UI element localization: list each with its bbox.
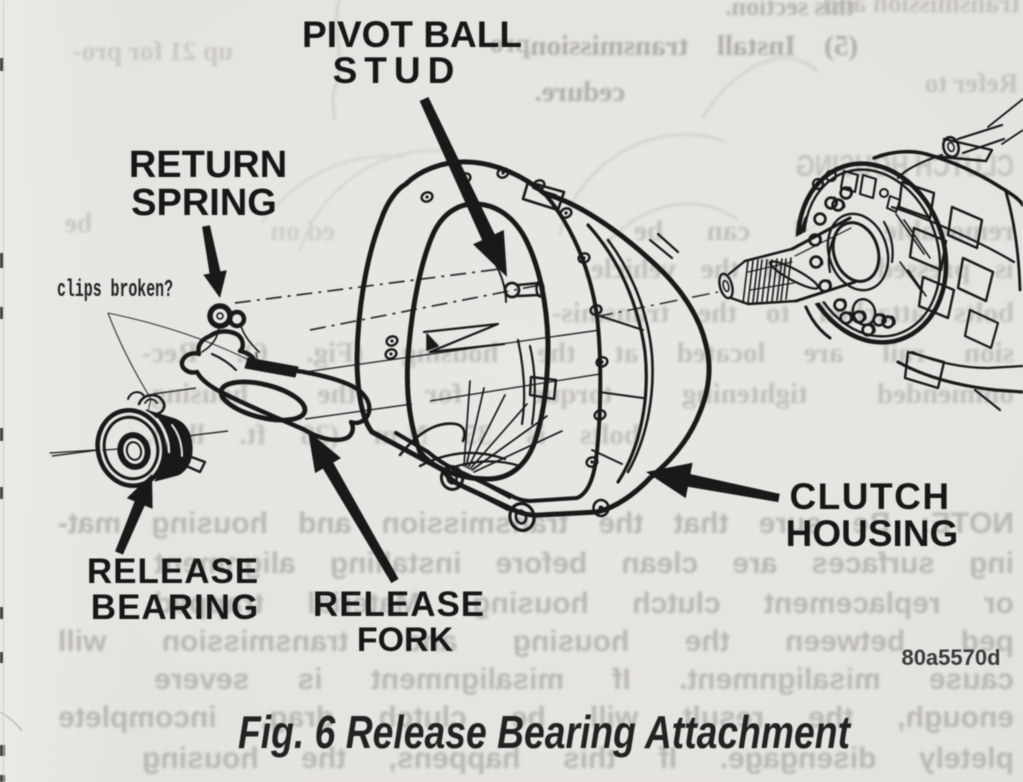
svg-text:80a5570d: 80a5570d [901, 645, 1000, 670]
svg-text:ing surfaces are clean before: ing surfaces are clean before installing… [154, 547, 1014, 580]
svg-text:BEARING: BEARING [91, 588, 259, 627]
svg-text:STUD: STUD [333, 50, 462, 91]
svg-text:RELEASE: RELEASE [313, 585, 485, 624]
svg-text:up 21 for pro-: up 21 for pro- [73, 36, 233, 66]
svg-text:CLUTCH: CLUTCH [789, 476, 950, 517]
svg-text:or replacement clutch housing.: or replacement clutch housing. Material … [154, 587, 1014, 620]
svg-text:this section.: this section. [725, 0, 855, 21]
svg-text:ommended tightening torque for: ommended tightening torque for the housi… [142, 378, 1014, 410]
svg-text:be: be [65, 208, 92, 238]
svg-text:(5) Install transmission,: (5) Install transmission, [523, 30, 858, 62]
svg-text:FORK: FORK [357, 621, 454, 659]
svg-text:bolts is 35 N-m (28 ft. lbs.).: bolts is 35 N-m (28 ft. lbs.). [145, 419, 640, 451]
svg-text:pro-: pro- [481, 28, 530, 58]
svg-text:enough, the result will be clu: enough, the result will be clutch drag, … [58, 701, 1014, 734]
svg-text:pletely disengage. If this hap: pletely disengage. If this happens, the … [142, 742, 1014, 775]
svg-text:ped between the housing and tr: ped between the housing and transmission… [58, 625, 1014, 658]
svg-text:HOUSING: HOUSING [786, 513, 959, 554]
svg-text:cause misalignment. If misalig: cause misalignment. If misalignment is s… [154, 663, 1014, 696]
svg-text:SPRING: SPRING [131, 182, 277, 224]
svg-text:clips broken?: clips broken? [57, 276, 173, 304]
svg-text:transmission and: transmission and [823, 0, 1020, 18]
svg-text:RELEASE: RELEASE [87, 552, 259, 591]
svg-text:cedure.: cedure. [535, 76, 625, 108]
svg-text:NOTE: Be sure that the transmi: NOTE: Be sure that the transmission and … [58, 507, 1014, 540]
svg-text:PIVOT BALL: PIVOT BALL [302, 14, 522, 55]
svg-text:Fig. 6 Release Bearing Attachm: Fig. 6 Release Bearing Attachment [238, 706, 851, 758]
svg-text:RETURN: RETURN [129, 144, 287, 186]
svg-text:Refer to: Refer to [925, 68, 1018, 98]
